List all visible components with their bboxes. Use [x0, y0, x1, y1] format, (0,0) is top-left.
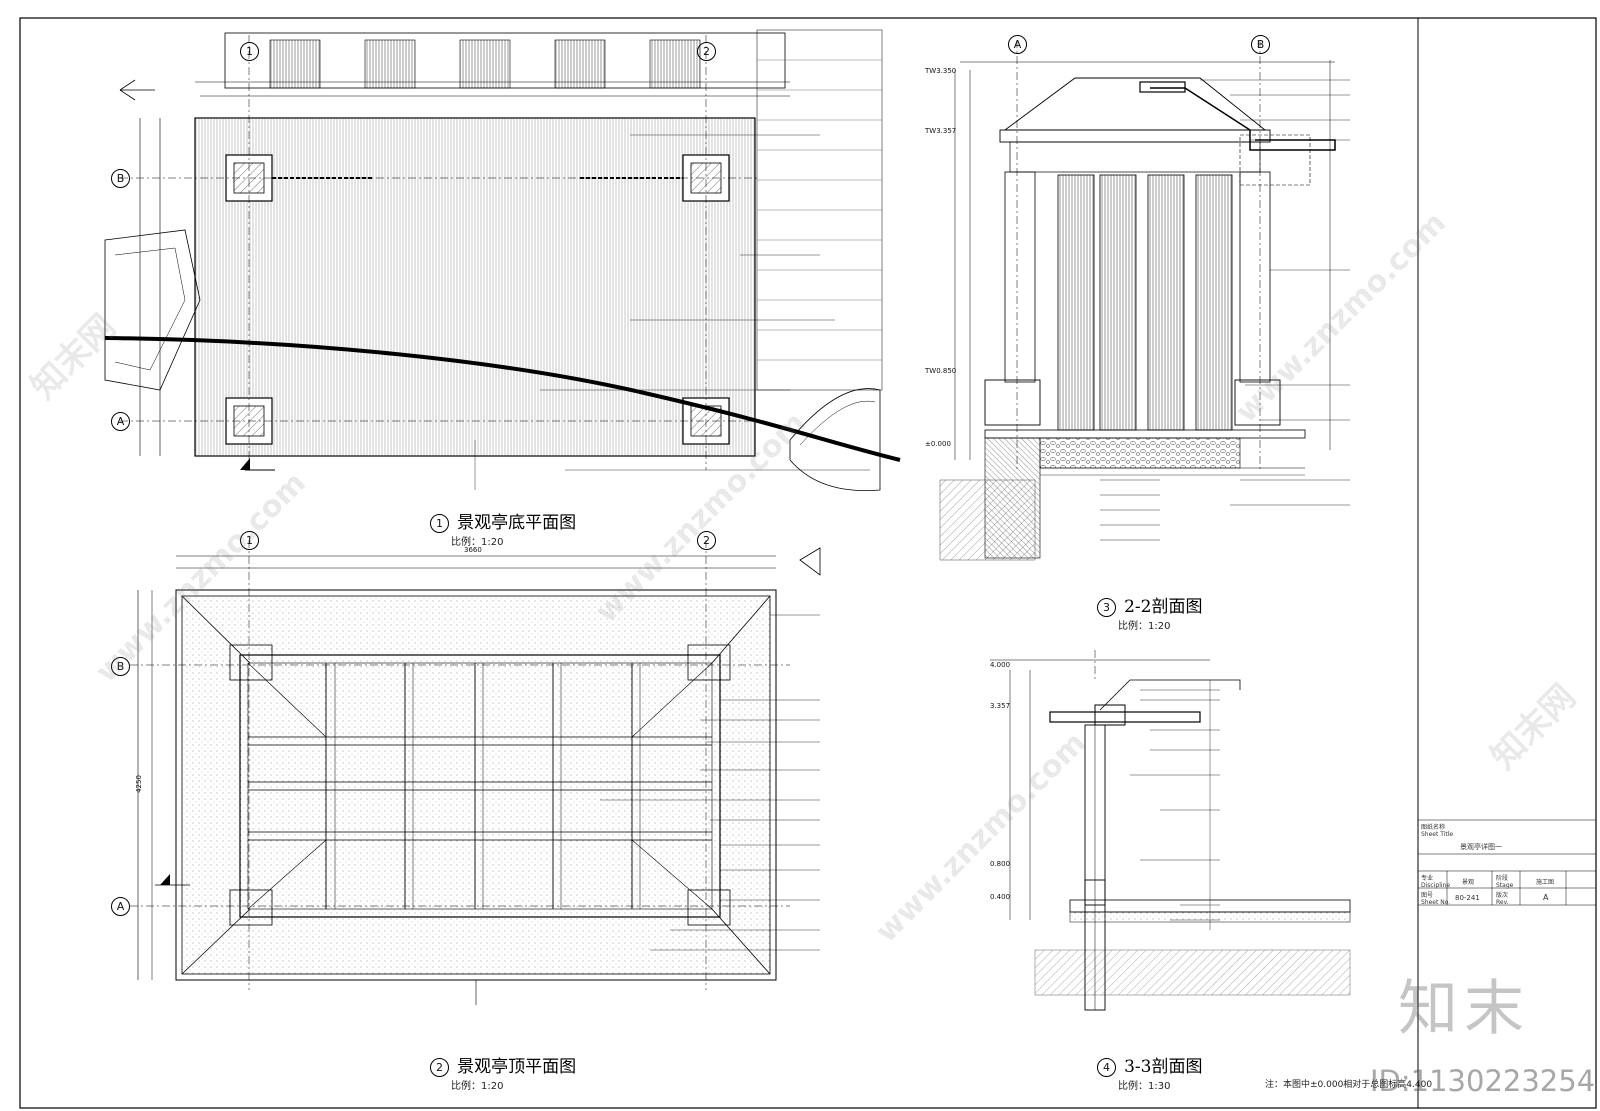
tb-discipline-label: 专业 Discipline [1421, 875, 1451, 889]
plan2-scale: 比例：1:20 [451, 1081, 504, 1092]
plan2-title-block: 2 景观亭顶平面图 比例：1:20 [430, 1052, 576, 1092]
elevation-0800: 0.800 [990, 860, 1011, 868]
grid-bubble-2-top: 2 [697, 41, 719, 61]
grid-bubble-1-top: 1 [240, 41, 262, 61]
plan2-total-dim-v: 4250 [134, 775, 143, 793]
grid-bubble-2-plan2: 2 [697, 530, 719, 550]
image-id-watermark: ID:1130223254 [1370, 1064, 1596, 1098]
grid-bubble-b-plan1: B [111, 168, 133, 188]
plan2-total-dim: 3660 [464, 546, 482, 554]
plan1-title-block: 1 景观亭底平面图 比例：1:20 [430, 508, 576, 548]
grid-bubble-b-section: B [1251, 34, 1273, 54]
tb-sheet-title: 景观亭详图一 [1460, 843, 1502, 851]
tb-sheet-title-label: 图纸名称 Sheet Title [1421, 824, 1454, 838]
elevation-tw3357: TW3.357 [925, 127, 957, 135]
section3-title-block: 3 2-2剖面图 比例：1:20 [1097, 592, 1202, 632]
sheet-border [19, 17, 1597, 1109]
tb-rev-label: 版次 Rev. [1496, 892, 1509, 906]
tb-rev: A [1543, 893, 1549, 902]
tb-stage-label: 阶段 Stage [1496, 875, 1514, 889]
plan1-scale: 比例：1:20 [451, 537, 504, 548]
section4-scale: 比例：1:30 [1118, 1081, 1171, 1092]
grid-bubble-a-plan1: A [111, 411, 133, 431]
section4-title-block: 4 3-3剖面图 比例：1:30 [1097, 1052, 1202, 1092]
general-note: 注：本图中±0.000相对于总图标高4.400 [1265, 1080, 1433, 1090]
section3-scale: 比例：1:20 [1118, 621, 1171, 632]
plan1-title: 景观亭底平面图 [457, 513, 577, 533]
elevation-4000: 4.000 [990, 661, 1011, 669]
grid-bubble-1-plan2: 1 [240, 530, 262, 550]
tb-stage: 施工图 [1536, 879, 1555, 886]
section3-title: 2-2剖面图 [1124, 597, 1203, 617]
section-3-3 [990, 650, 1351, 1011]
plan2-roof-plan [130, 540, 821, 1005]
elevation-tw3350: TW3.350 [925, 67, 957, 75]
grid-bubble-b-plan2: B [111, 656, 133, 676]
section-2-2 [939, 40, 1350, 561]
elevation-tw0850: TW0.850 [925, 367, 957, 375]
section4-title: 3-3剖面图 [1124, 1057, 1203, 1077]
elevation-zero: ±0.000 [925, 440, 951, 448]
tb-sheet-no-label: 图号 Sheet No. [1421, 892, 1451, 906]
plan1-base-plan [104, 29, 901, 491]
tb-sheet-no: 80-241 [1455, 894, 1480, 902]
grid-bubble-a-section: A [1008, 34, 1030, 54]
plan1-title-number: 1 [430, 514, 449, 533]
plan2-title: 景观亭顶平面图 [457, 1057, 577, 1077]
section3-title-number: 3 [1097, 598, 1116, 617]
grid-bubble-a-plan2: A [111, 896, 133, 916]
tb-discipline: 景观 [1462, 879, 1475, 886]
section4-title-number: 4 [1097, 1058, 1116, 1077]
elevation-0400: 0.400 [990, 893, 1011, 901]
brand-logo: 知末 [1398, 974, 1530, 1044]
elevation-3357: 3.357 [990, 702, 1011, 710]
plan2-title-number: 2 [430, 1058, 449, 1077]
